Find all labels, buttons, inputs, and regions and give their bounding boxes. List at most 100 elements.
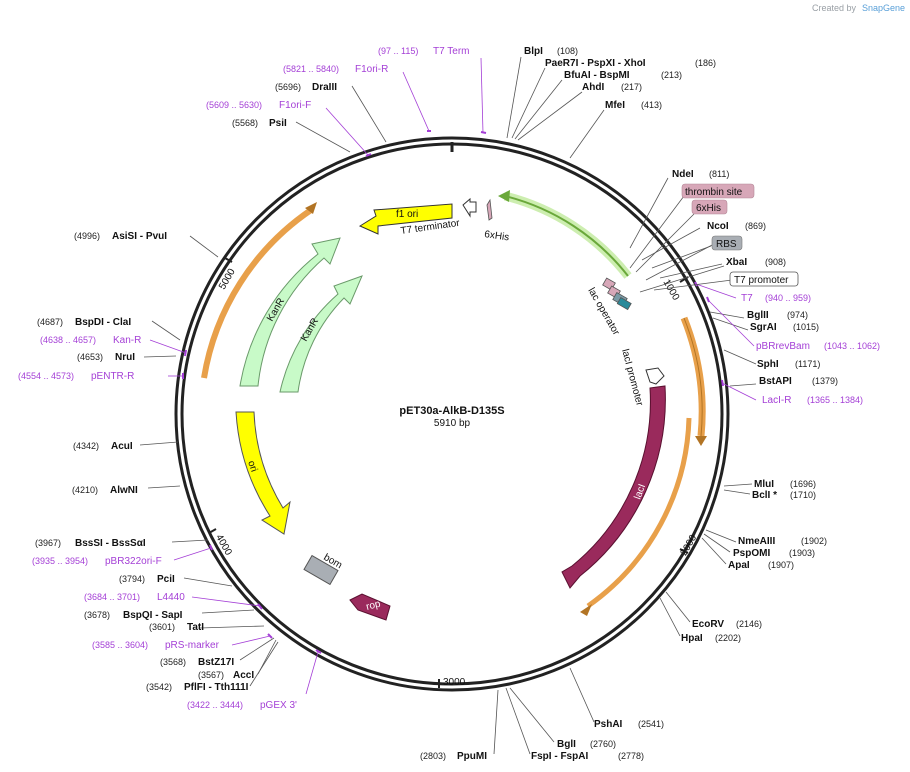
enzyme-pos: (1907) [768, 560, 794, 570]
primer-name: T7 [741, 293, 753, 304]
rbs-label: RBS [716, 239, 737, 250]
primer-range: (3935 .. 3954) [32, 556, 88, 566]
primer-range: (4638 .. 4657) [40, 335, 96, 345]
thrombin-site-box [681, 183, 755, 199]
enzyme-pos: (1015) [793, 322, 819, 332]
enzyme-name: BfuAI - BspMI [564, 70, 630, 81]
enzyme-name: PshAI [594, 719, 623, 730]
enzyme-pos: (4210) [72, 485, 98, 495]
rop-arrow [349, 593, 391, 621]
enzyme-pos: (3567) [198, 670, 224, 680]
primer-mark-pbr322ori-f [209, 544, 213, 551]
enzyme-name: BspQI - SapI [123, 610, 183, 621]
tick-2000 [679, 548, 689, 554]
enzyme-pos: (108) [557, 46, 578, 56]
enzyme-name: NruI [115, 352, 135, 363]
enzyme-pos: (2760) [590, 739, 616, 749]
feature-label-ori: ori [245, 459, 259, 473]
enzyme-name: PspOMI [733, 548, 770, 559]
primer-name: Kan-R [113, 335, 141, 346]
primer-mark-l4440 [257, 603, 263, 610]
tick-4000 [208, 528, 217, 534]
primer-range: (5821 .. 5840) [283, 64, 339, 74]
enzyme-pos: (1903) [789, 548, 815, 558]
primer-name: pENTR-R [91, 371, 134, 382]
enzyme-name: PpuMI [457, 751, 487, 762]
primer-name: T7 Term [433, 46, 470, 57]
cds-green-top [504, 195, 629, 277]
primer-range: (1365 .. 1384) [807, 395, 863, 405]
enzyme-pos: (3542) [146, 682, 172, 692]
primer-name: pGEX 3' [260, 700, 297, 711]
primer-name: LacI-R [762, 395, 791, 406]
primer-mark-f1ori-f [365, 153, 372, 157]
primer-leaders [149, 57, 757, 695]
lac-operator-box-4 [616, 296, 632, 311]
lacI-arrow [561, 385, 666, 589]
enzyme-pos: (213) [661, 70, 682, 80]
plasmid-name: pET30a-AlkB-D135S [399, 405, 504, 417]
primer-range: (4554 .. 4573) [18, 371, 74, 381]
enzyme-name: SphI [757, 359, 779, 370]
orf-right-lower-arrowhead [580, 604, 592, 616]
enzyme-pos: (217) [621, 82, 642, 92]
primer-name: L4440 [157, 592, 185, 603]
f1-ori-arrow [358, 203, 453, 235]
ori-arrow [235, 411, 291, 535]
6xhis-box-label: 6xHis [696, 203, 721, 214]
enzyme-name: PflFI - Tth111I [184, 682, 249, 693]
kanr-outer-arrow [239, 237, 341, 387]
cds-green-top-glow [503, 191, 632, 279]
enzyme-name: BssSI - BssSαI [75, 538, 146, 549]
6xhis-box [691, 199, 728, 215]
enzyme-name: NmeAIII [738, 536, 775, 547]
feature-label-f1-ori: f1 ori [396, 209, 418, 220]
thrombin-site-label: thrombin site [685, 187, 743, 198]
enzyme-name: SgrAI [750, 322, 777, 333]
enzyme-pos: (908) [765, 257, 786, 267]
orf-right-lower [586, 417, 692, 609]
primer-labels: T7 Term (97 .. 115) F1ori-R (5821 .. 584… [18, 46, 880, 711]
enzyme-leaders [139, 56, 757, 755]
enzyme-pos: (3678) [84, 610, 110, 620]
enzyme-name: MfeI [605, 100, 625, 111]
enzyme-name: TatI [187, 622, 204, 633]
enzyme-pos: (2202) [715, 633, 741, 643]
enzyme-name: BstZ17I [198, 657, 234, 668]
enzyme-pos: (2778) [618, 751, 644, 761]
primer-range: (5609 .. 5630) [206, 100, 262, 110]
enzyme-pos: (1696) [790, 479, 816, 489]
enzyme-name: BstAPI [759, 376, 792, 387]
primer-range: (1043 .. 1062) [824, 341, 880, 351]
credit-prefix: Created by [812, 3, 857, 13]
enzyme-pos: (2541) [638, 719, 664, 729]
enzyme-pos: (3967) [35, 538, 61, 548]
primer-range: (3422 .. 3444) [187, 700, 243, 710]
feature-label-6xhis: 6xHis [484, 229, 510, 243]
enzyme-name: AccI [233, 670, 254, 681]
primer-range: (3585 .. 3604) [92, 640, 148, 650]
enzyme-name: BglII [747, 310, 769, 321]
bom-box [303, 554, 339, 586]
enzyme-name: AhdI [582, 82, 604, 93]
orf-right-upper-arrowhead [695, 436, 707, 446]
boxed-feature-labels: thrombin site 6xHis RBS T7 promoter [681, 183, 799, 287]
enzyme-name: XbaI [726, 257, 747, 268]
primer-name: pRS-marker [165, 640, 220, 651]
primer-range: (940 .. 959) [765, 293, 811, 303]
primer-name: pBR322ori-F [105, 556, 162, 567]
enzyme-labels: BlpI (108) PaeR7I - PspXI - XhoI (186) B… [35, 46, 838, 762]
enzyme-name: NdeI [672, 169, 694, 180]
primer-name: pBRrevBam [756, 341, 810, 352]
enzyme-name: ApaI [728, 560, 750, 571]
cds-green-top-arrowhead [498, 190, 510, 202]
enzyme-pos: (5568) [232, 118, 258, 128]
enzyme-name: HpaI [681, 633, 703, 644]
enzyme-name: DraIII [312, 82, 337, 93]
rbs-box [711, 235, 743, 251]
feature-label-rop: rop [365, 598, 382, 612]
primer-name: F1ori-R [355, 64, 388, 75]
enzyme-pos: (2146) [736, 619, 762, 629]
enzyme-pos: (2803) [420, 751, 446, 761]
